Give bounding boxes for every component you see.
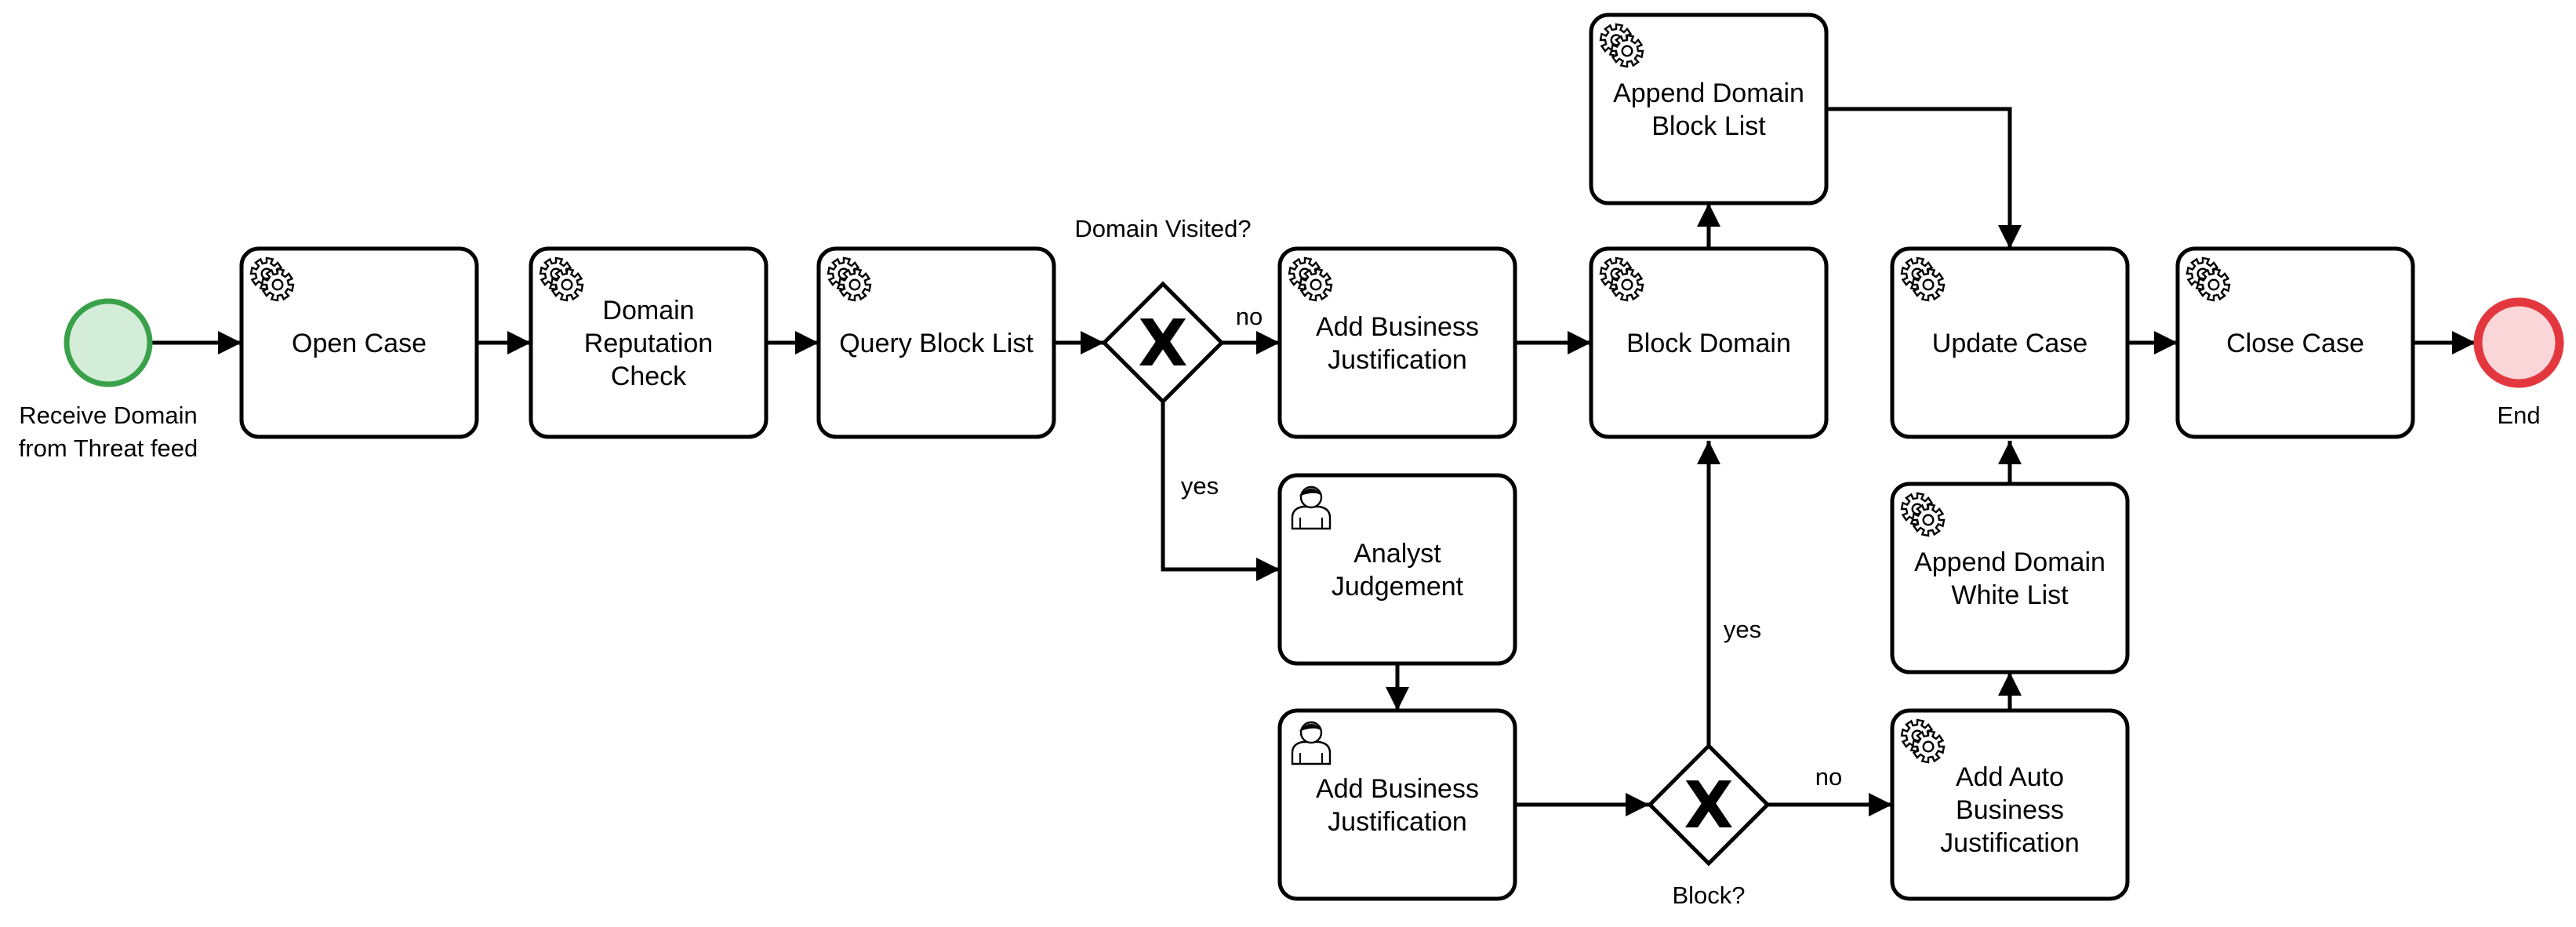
task-box[interactable] [1277, 708, 1517, 901]
user-icon [1291, 485, 1332, 530]
task-block-domain[interactable]: Block Domain [1589, 246, 1829, 439]
end-event-label: End [2497, 402, 2540, 429]
task-update-case[interactable]: Update Case [1890, 246, 2130, 439]
exclusive-gateway-x-icon: X [1684, 769, 1733, 843]
gateway-domain-visited[interactable]: X Domain Visited? [1074, 215, 1252, 405]
gateway-block-diamond[interactable] [1647, 743, 1771, 867]
task-box[interactable] [1890, 246, 2130, 439]
flow-gateway-yes-to-analyst-judgement[interactable] [1161, 402, 1280, 581]
flow-label-visited-no: no [1236, 303, 1263, 330]
gateway-block-label: Block? [1672, 882, 1745, 909]
task-label-line: Close Case [2226, 329, 2364, 358]
task-box[interactable] [816, 246, 1056, 439]
task-open-case[interactable]: Open Case [239, 246, 479, 439]
flow-label-block-yes: yes [1724, 616, 1761, 643]
task-label-line: Domain [602, 296, 694, 325]
flow-append-block-list-to-update-case[interactable] [1826, 107, 2022, 249]
gear-icon [1900, 256, 1946, 302]
task-label-line: Analyst [1353, 539, 1441, 569]
task-label-line: White List [1951, 580, 2069, 610]
task-label-line: Justification [1940, 828, 2080, 858]
end-event[interactable]: End [2473, 297, 2564, 429]
gear-icon [1900, 718, 1946, 764]
gear-icon [1288, 256, 1333, 302]
task-box[interactable] [1890, 482, 2130, 674]
task-label-line: Update Case [1932, 329, 2087, 358]
end-event-circle[interactable] [2473, 297, 2564, 388]
gear-icon [827, 256, 872, 302]
gear-icon [2185, 256, 2231, 302]
flow-label-visited-yes: yes [1181, 472, 1219, 500]
gear-icon [539, 256, 584, 302]
sequence-flows [151, 107, 2476, 816]
task-box[interactable] [1277, 246, 1517, 439]
task-box[interactable] [1277, 473, 1517, 666]
task-box[interactable] [1890, 708, 2130, 901]
task-label-line: Justification [1328, 345, 1467, 375]
task-label-line: Check [611, 362, 687, 391]
task-close-case[interactable]: Close Case [2175, 246, 2415, 439]
task-label-line: Query Block List [839, 329, 1034, 358]
user-icon [1291, 721, 1332, 765]
gateway-domain-visited-label: Domain Visited? [1074, 215, 1251, 242]
task-query-block-list[interactable]: Query Block List [816, 246, 1056, 439]
task-label-line: Block Domain [1626, 329, 1791, 358]
start-event[interactable]: Receive Domain from Threat feed [19, 298, 198, 462]
task-label-line: Add Business [1316, 312, 1479, 342]
task-label-line: Block List [1651, 111, 1766, 141]
task-box[interactable] [239, 246, 479, 439]
gear-icon [249, 256, 295, 302]
task-label-line: Open Case [292, 329, 427, 358]
task-label-line: Add Auto [1956, 762, 2064, 792]
gateway-block[interactable]: X Block? [1647, 743, 1771, 909]
task-label-line: Business [1956, 795, 2064, 825]
start-event-label-line-1: Receive Domain [19, 402, 197, 429]
task-label-line: Add Business [1316, 774, 1479, 804]
gear-icon [1599, 23, 1644, 68]
gateway-domain-visited-diamond[interactable] [1101, 281, 1225, 405]
gear-icon [1900, 492, 1946, 537]
gear-icon [1599, 256, 1644, 302]
flow-label-block-no: no [1815, 763, 1842, 791]
exclusive-gateway-x-icon: X [1138, 307, 1187, 381]
task-label-line: Judgement [1332, 572, 1464, 602]
task-label-line: Justification [1328, 807, 1467, 837]
task-label-line: Append Domain [1613, 78, 1804, 108]
task-box[interactable] [529, 246, 768, 439]
task-label-line: Reputation [584, 329, 713, 358]
start-event-label-line-2: from Threat feed [19, 434, 198, 462]
task-box[interactable] [1589, 246, 1829, 439]
task-box[interactable] [1589, 13, 1829, 205]
start-event-circle[interactable] [64, 298, 153, 387]
task-label-line: Append Domain [1914, 547, 2105, 577]
task-box[interactable] [2175, 246, 2415, 439]
